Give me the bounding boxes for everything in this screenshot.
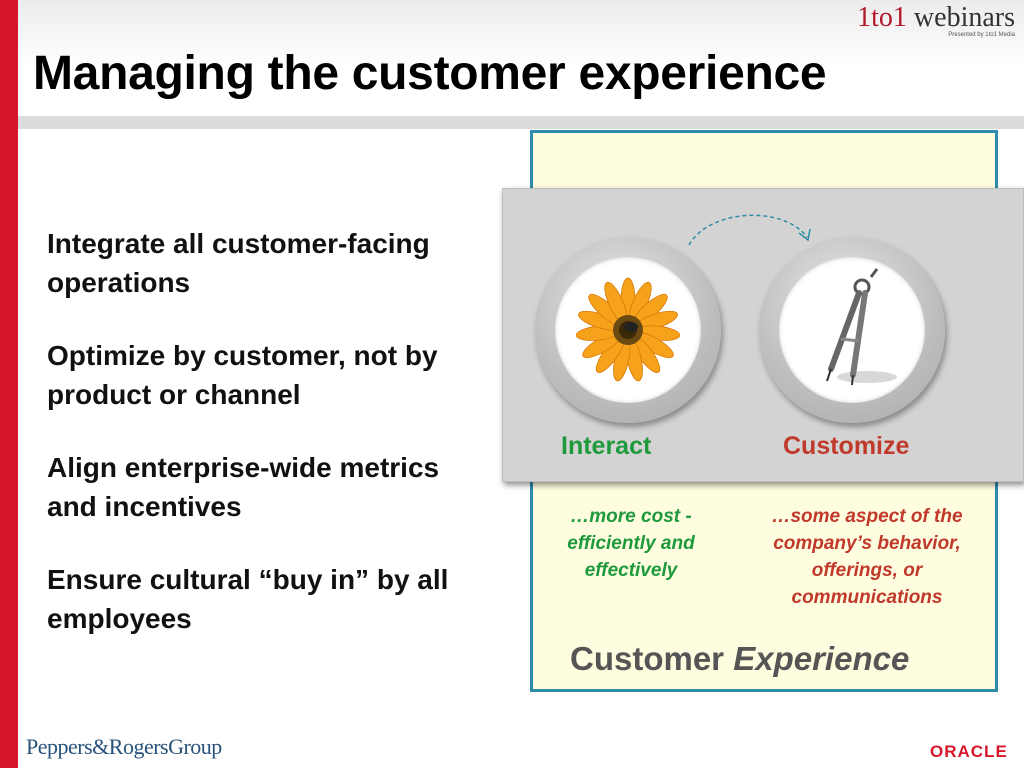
customize-description: …some aspect of the company’s behavior, … bbox=[771, 506, 963, 608]
dashed-arrow-icon bbox=[688, 214, 811, 246]
header-divider bbox=[18, 116, 1024, 129]
bullet-item: Integrate all customer-facing operations bbox=[47, 228, 430, 298]
bullet-list: Integrate all customer-facing operations… bbox=[47, 224, 487, 672]
experience-word-1: Customer bbox=[570, 640, 725, 677]
customer-experience-title: Customer Experience bbox=[570, 640, 909, 678]
interaction-panel: Interact Customize bbox=[502, 188, 1024, 482]
footer-company-logo: Peppers&RogersGroup bbox=[26, 734, 222, 759]
bullet-item: Optimize by customer, not by product or … bbox=[47, 340, 438, 410]
brand-tagline: Presented by 1to1 Media bbox=[948, 32, 1015, 38]
customize-circle bbox=[759, 237, 945, 423]
brand-logo: 1to1 webinars Presented by 1to1 Media bbox=[857, 4, 1015, 39]
brand-logo-word: webinars bbox=[913, 2, 1015, 33]
interact-description: …more cost - efficiently and effectively bbox=[567, 506, 695, 581]
footer-oracle-logo: ORACLE bbox=[930, 742, 1008, 761]
interact-circle bbox=[535, 237, 721, 423]
bullet-item: Ensure cultural “buy in” by all employee… bbox=[47, 564, 449, 634]
customize-label: Customize bbox=[783, 432, 910, 460]
interact-circle-inner bbox=[555, 257, 701, 403]
slide-title: Managing the customer experience bbox=[33, 47, 827, 100]
bullet-item: Align enterprise-wide metrics and incent… bbox=[47, 452, 440, 522]
brand-logo-text: 1to1 webinars bbox=[857, 4, 1015, 32]
header-band bbox=[18, 0, 1024, 116]
brand-logo-number: 1to1 bbox=[857, 2, 907, 33]
left-accent-bar bbox=[0, 0, 18, 768]
customize-circle-inner bbox=[779, 257, 925, 403]
interact-label: Interact bbox=[561, 432, 652, 460]
compass-icon bbox=[826, 268, 897, 386]
flower-icon bbox=[575, 277, 681, 382]
experience-word-2: Experience bbox=[733, 640, 910, 677]
